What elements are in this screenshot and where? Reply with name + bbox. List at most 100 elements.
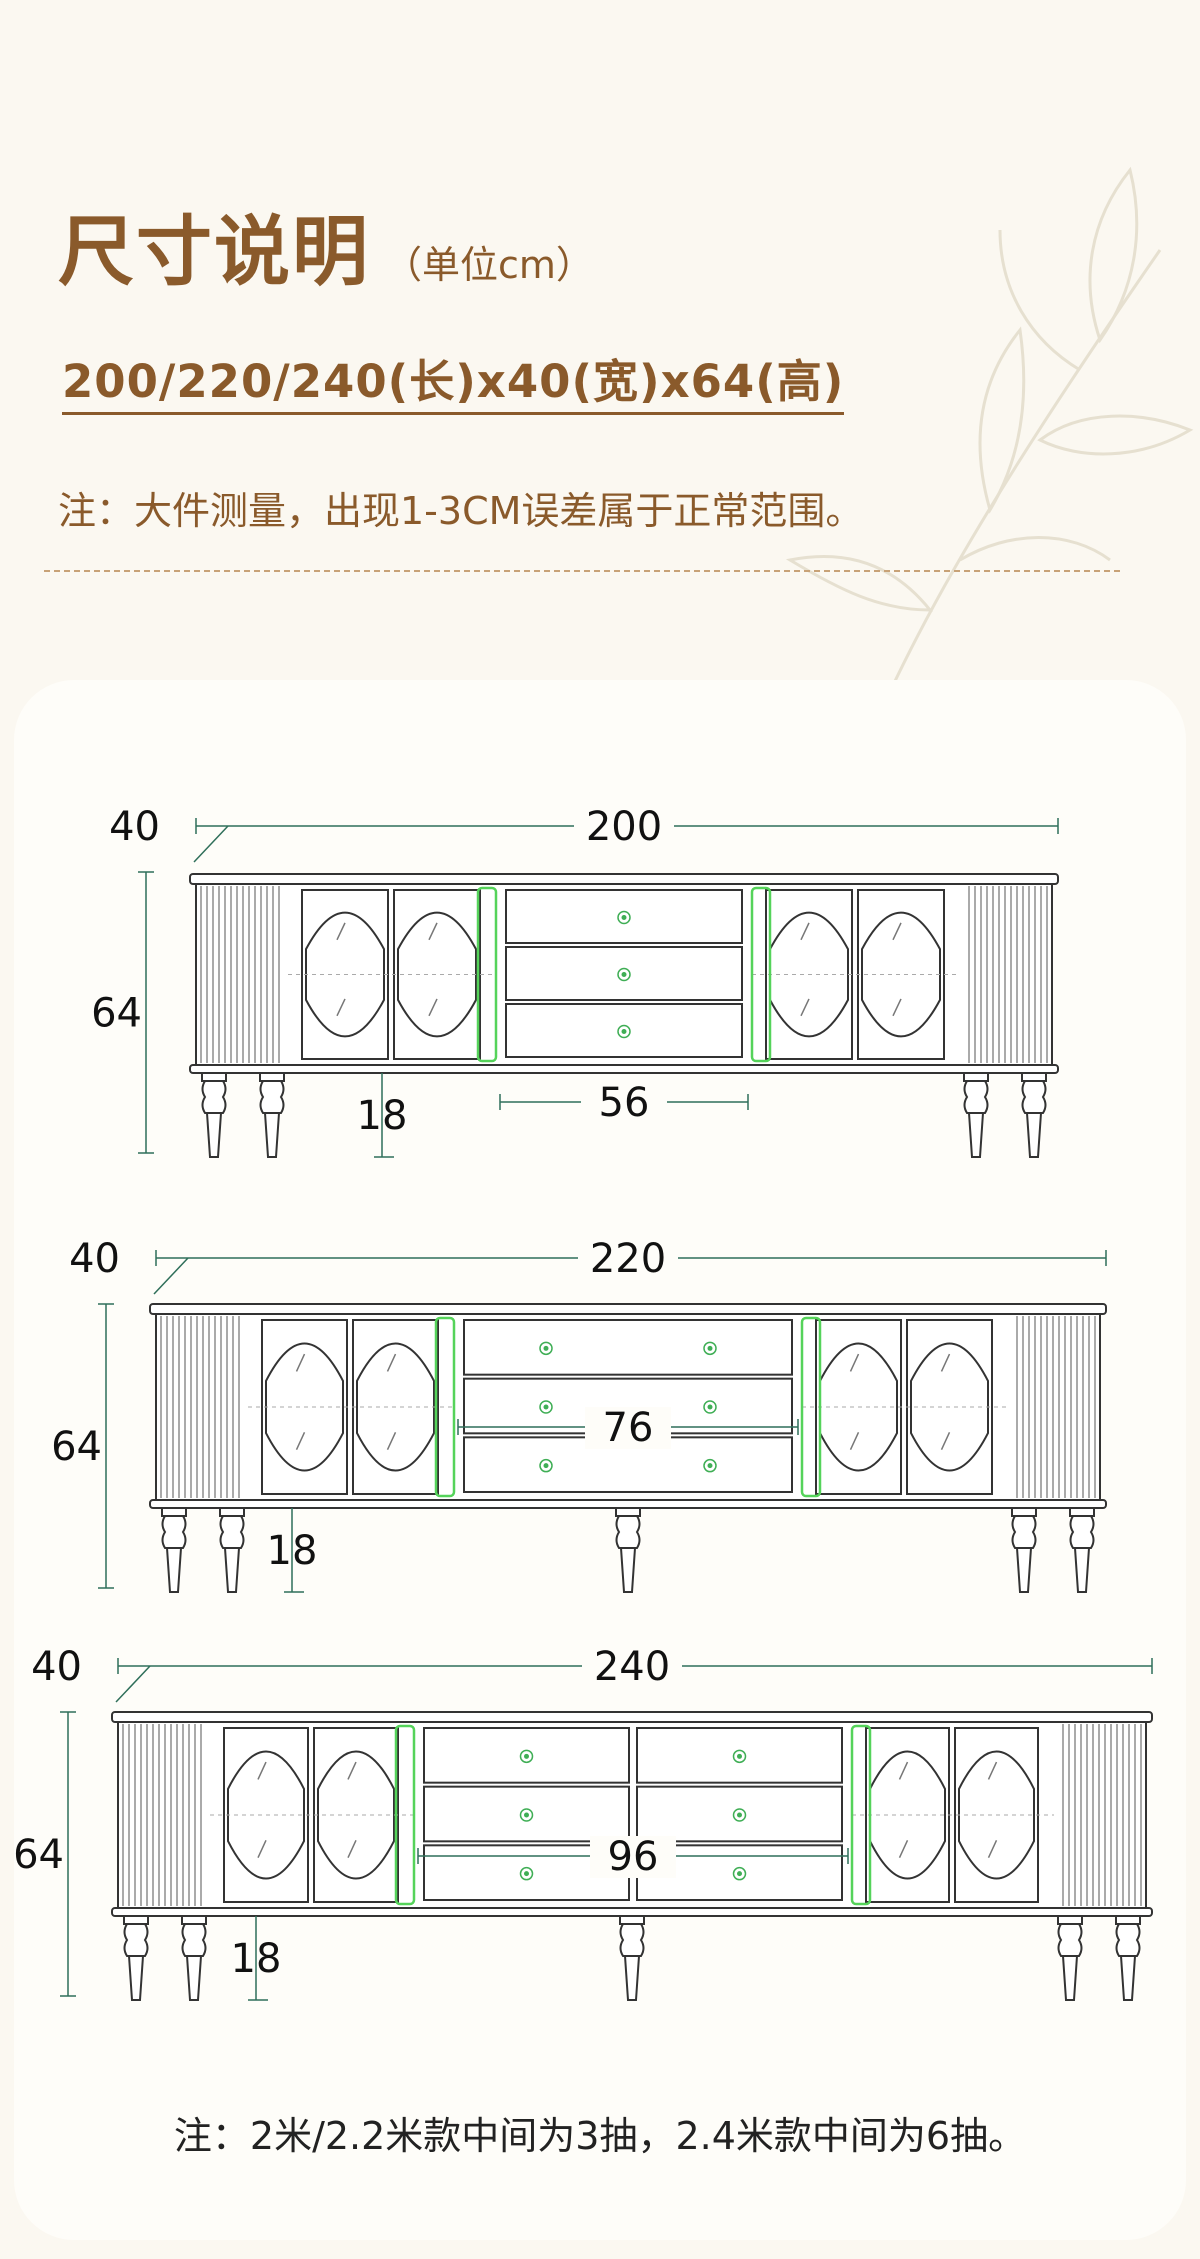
unit-label: （单位cm） — [384, 243, 594, 287]
glass-glint — [898, 1761, 909, 1780]
length-label-bg — [582, 1646, 682, 1688]
glass-glint — [849, 1432, 860, 1451]
glass-glint — [940, 1353, 951, 1372]
door-arch — [910, 1342, 989, 1472]
middle-width-label: 56 — [599, 1080, 650, 1126]
light-strip — [476, 886, 498, 1063]
glass-glint — [428, 998, 438, 1017]
drawer-knob — [703, 1458, 717, 1473]
cabinet-leg — [1069, 1507, 1095, 1593]
door-arch — [958, 1750, 1035, 1880]
door-arch — [356, 1342, 435, 1472]
top-slab — [189, 873, 1059, 885]
size-spec: 200/220/240(长)x40(宽)x64(高) — [62, 345, 845, 415]
top-slab — [111, 1711, 1153, 1723]
door-arch — [305, 911, 385, 1038]
drawer-knob — [617, 1024, 631, 1039]
cabinet-leg — [201, 1072, 227, 1158]
drawer-knob-center — [524, 1753, 529, 1759]
middle-width-label-bg — [590, 1836, 676, 1878]
cabinet-leg — [619, 1915, 645, 2001]
drawer-knob — [539, 1400, 553, 1414]
drawer-knob — [617, 910, 631, 925]
middle-width-label: 96 — [608, 1834, 659, 1880]
drawer-knob-center — [621, 1029, 627, 1034]
depth-label: 40 — [31, 1644, 82, 1690]
door-arch — [769, 911, 849, 1038]
cabinet-leg — [1021, 1072, 1047, 1158]
middle-width-label-bg — [581, 1082, 667, 1124]
depth-dim-line — [153, 1257, 189, 1295]
leg-height-label: 18 — [357, 1093, 408, 1139]
top-slab — [149, 1303, 1107, 1315]
glass-glint — [987, 1840, 998, 1859]
glass-glint — [386, 1353, 397, 1372]
light-strip — [750, 886, 772, 1063]
glass-glint — [257, 1840, 267, 1859]
glass-glint — [892, 922, 902, 941]
light-strip — [434, 1316, 456, 1498]
door-arch — [397, 911, 477, 1038]
cabinet-leg — [963, 1072, 989, 1158]
glass-glint — [295, 1353, 306, 1372]
height-label: 64 — [13, 1832, 64, 1878]
glass-glint — [800, 998, 810, 1017]
drawer-knob-center — [543, 1404, 549, 1410]
light-strip — [800, 1316, 822, 1498]
leg-height-label: 18 — [231, 1936, 282, 1982]
depth-label: 40 — [69, 1236, 120, 1282]
cabinet-leg — [219, 1507, 245, 1593]
drawer-knob-center — [543, 1345, 549, 1351]
drawer-knob-center — [737, 1812, 742, 1818]
drawer-knob-center — [707, 1463, 713, 1469]
drawer-knob-center — [707, 1345, 713, 1351]
drawer-knob-center — [737, 1871, 742, 1877]
measurement-note: 注：大件测量，出现1-3CM误差属于正常范围。 — [58, 489, 864, 533]
glass-glint — [336, 998, 346, 1017]
door-arch — [869, 1750, 946, 1880]
title-row: 尺寸说明（单位cm） — [58, 190, 594, 300]
base-slab — [149, 1499, 1107, 1509]
length-label-bg — [578, 1238, 678, 1280]
base-slab — [189, 1064, 1059, 1074]
middle-width-label: 76 — [603, 1405, 654, 1451]
drawer-knob-center — [543, 1463, 549, 1469]
door-arch — [861, 911, 941, 1038]
drawer-knob — [732, 1866, 747, 1881]
drawer-knob — [703, 1400, 717, 1414]
drawer-note: 注：2米/2.2米款中间为3抽，2.4米款中间为6抽。 — [173, 2114, 1027, 2158]
depth-label: 40 — [109, 804, 160, 850]
glass-glint — [347, 1761, 357, 1780]
cabinet-leg — [123, 1915, 149, 2001]
cabinet-leg — [1115, 1915, 1141, 2001]
length-label-bg — [574, 806, 674, 848]
glass-glint — [898, 1840, 909, 1859]
depth-dim-line — [193, 825, 229, 863]
glass-glint — [428, 922, 438, 941]
drawer-knob — [519, 1866, 534, 1881]
drawer-knob — [539, 1341, 553, 1356]
drawer-knob — [703, 1341, 717, 1356]
glass-glint — [849, 1353, 860, 1372]
dashed-divider — [44, 570, 1120, 572]
drawer-knob — [617, 967, 631, 982]
light-strip — [394, 1724, 416, 1906]
glass-glint — [347, 1840, 357, 1859]
glass-glint — [336, 922, 346, 941]
drawer-knob-center — [621, 972, 627, 977]
drawer-knob — [539, 1458, 553, 1473]
light-strip — [850, 1724, 872, 1906]
cabinet-leg — [615, 1507, 641, 1593]
drawer — [463, 1319, 793, 1376]
length-label: 220 — [590, 1236, 666, 1282]
drawer-knob-center — [524, 1812, 529, 1818]
door-arch — [819, 1342, 898, 1472]
base-slab — [111, 1907, 1153, 1917]
door-arch — [227, 1750, 305, 1880]
cabinet-leg — [259, 1072, 285, 1158]
